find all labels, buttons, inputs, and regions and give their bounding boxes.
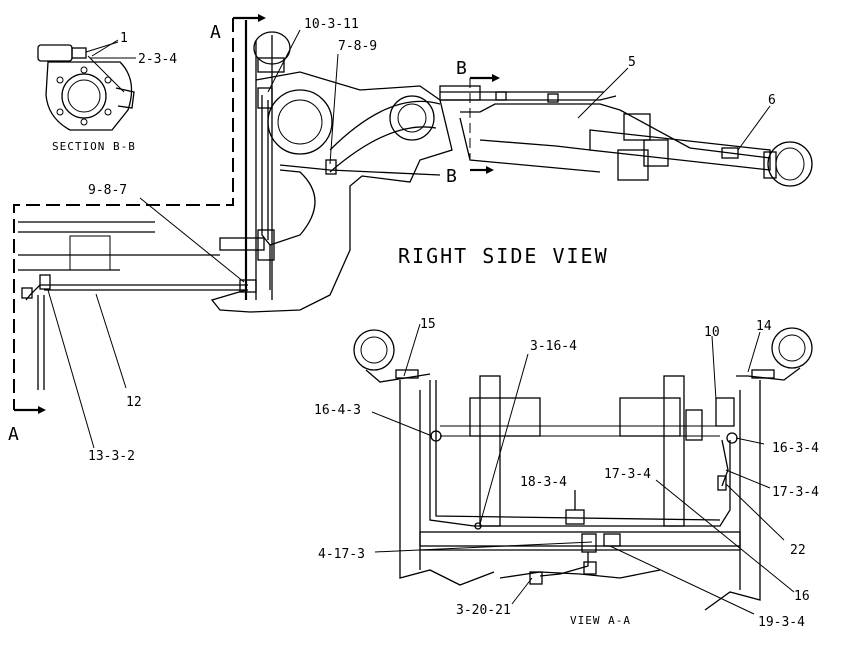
callout-4-17-3: 4-17-3 xyxy=(318,547,365,562)
view-aa-assembly xyxy=(353,327,813,611)
callout-17-3-4-right: 17-3-4 xyxy=(772,485,819,500)
callout-9-8-7: 9-8-7 xyxy=(88,183,127,198)
callout-6: 6 xyxy=(768,93,776,108)
callout-10: 10 xyxy=(704,325,720,340)
section-bb-title: SECTION B-B xyxy=(52,140,136,153)
callout-22: 22 xyxy=(790,543,806,558)
callout-7-8-9: 7-8-9 xyxy=(338,39,377,54)
leader-lines xyxy=(47,29,795,615)
callout-14: 14 xyxy=(756,319,772,334)
callout-1: 1 xyxy=(120,31,128,46)
section-b-bottom-marker: B xyxy=(446,166,458,187)
section-a-bottom-marker: A xyxy=(8,424,20,445)
callout-18-3-4: 18-3-4 xyxy=(520,475,567,490)
callout-16: 16 xyxy=(794,589,810,604)
callout-2-3-4: 2-3-4 xyxy=(138,52,177,67)
section-a-top-marker: A xyxy=(210,22,222,43)
callout-16-4-3: 16-4-3 xyxy=(314,403,361,418)
callout-12: 12 xyxy=(126,395,142,410)
callout-13-3-2: 13-3-2 xyxy=(88,449,135,464)
callout-10-3-11: 10-3-11 xyxy=(304,17,359,32)
section-b-cut-line xyxy=(469,74,500,174)
callout-3-20-21: 3-20-21 xyxy=(456,603,511,618)
callout-17-3-4-left: 17-3-4 xyxy=(604,467,651,482)
callout-5: 5 xyxy=(628,55,636,70)
view-aa-title: VIEW A-A xyxy=(570,614,631,627)
section-a-cut-line xyxy=(13,14,266,414)
callout-15: 15 xyxy=(420,317,436,332)
right-side-view-title: RIGHT SIDE VIEW xyxy=(398,244,609,268)
section-b-top-marker: B xyxy=(456,58,468,79)
callout-3-16-4: 3-16-4 xyxy=(530,339,577,354)
callout-19-3-4: 19-3-4 xyxy=(758,615,805,630)
right-side-view-frame xyxy=(18,20,453,390)
section-bb-detail xyxy=(37,41,136,131)
callout-16-3-4: 16-3-4 xyxy=(772,441,819,456)
arm-and-cylinder xyxy=(439,85,813,187)
